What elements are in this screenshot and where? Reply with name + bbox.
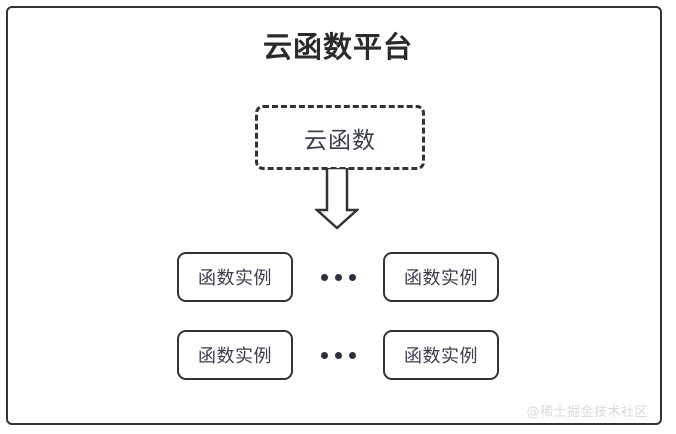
ellipsis-indicator (293, 273, 383, 281)
function-instance-label: 函数实例 (198, 268, 272, 289)
ellipsis-dot-icon (334, 273, 342, 281)
ellipsis-dot-icon (348, 273, 356, 281)
function-instance-box: 函数实例 (177, 252, 293, 302)
function-instance-label: 函数实例 (404, 346, 478, 367)
function-instance-box: 函数实例 (383, 330, 499, 380)
ellipsis-indicator (293, 351, 383, 359)
cloud-function-box: 云函数 (255, 105, 425, 170)
function-instance-box: 函数实例 (383, 252, 499, 302)
ellipsis-dot-icon (334, 351, 342, 359)
instance-row: 函数实例 函数实例 (0, 251, 676, 303)
function-instance-label: 函数实例 (404, 268, 478, 289)
function-instance-label: 函数实例 (198, 346, 272, 367)
ellipsis-dot-icon (320, 273, 328, 281)
function-instance-box: 函数实例 (177, 330, 293, 380)
page-title: 云函数平台 (262, 30, 413, 64)
ellipsis-dot-icon (348, 351, 356, 359)
watermark: @稀土掘金技术社区 (526, 405, 648, 420)
ellipsis-dot-icon (320, 351, 328, 359)
down-arrow-icon (315, 168, 359, 230)
cloud-function-label: 云函数 (304, 127, 376, 154)
instance-row: 函数实例 函数实例 (0, 329, 676, 381)
